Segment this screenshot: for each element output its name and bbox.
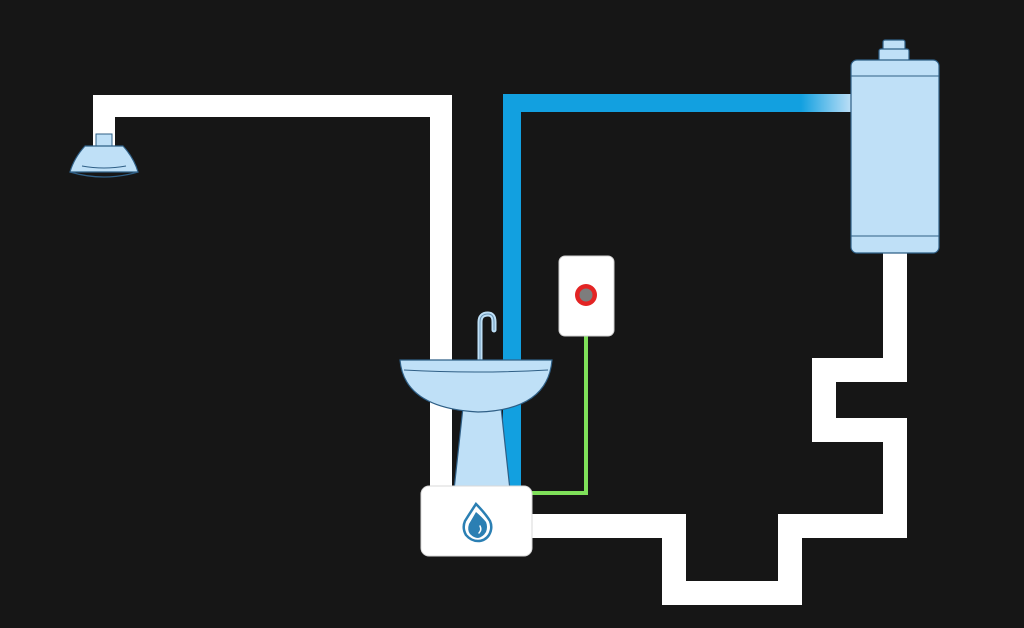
sink-icon <box>399 359 553 491</box>
water-drop-icon <box>462 502 493 543</box>
return-pipe <box>532 250 907 605</box>
button-signal-wire <box>532 333 588 495</box>
shower-head-icon <box>69 133 139 178</box>
water-heater-icon <box>850 39 940 254</box>
push-button-icon <box>558 255 615 337</box>
faucet-icon <box>477 311 497 363</box>
recirculation-pump-icon <box>420 485 533 557</box>
shower-supply-pipe <box>93 95 452 496</box>
